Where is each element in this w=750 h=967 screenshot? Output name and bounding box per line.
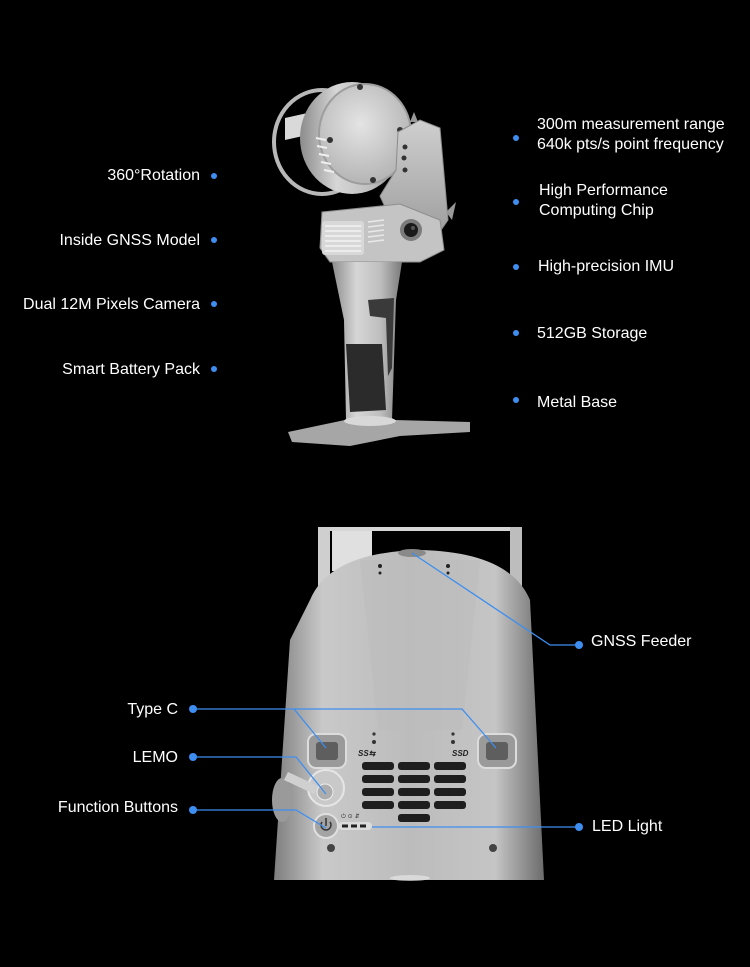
feature-dot — [513, 135, 519, 141]
callout-dot — [575, 641, 583, 649]
feature-line: 300m measurement range — [537, 116, 725, 133]
callout-label-lemo: LEMO — [132, 749, 178, 766]
feature-dot — [513, 330, 519, 336]
feature-label-dual-camera: Dual 12M Pixels Camera — [23, 296, 200, 313]
ssd-marking: SSD — [452, 749, 469, 758]
feature-label-battery-pack: Smart Battery Pack — [62, 361, 200, 378]
feature-line: 640k pts/s point frequency — [537, 136, 724, 153]
feature-line: Computing Chip — [539, 202, 654, 219]
callout-label-led-light: LED Light — [592, 818, 663, 835]
feature-dot — [211, 173, 217, 179]
callout-dot — [189, 705, 197, 713]
callout-label-type-c: Type C — [127, 701, 178, 718]
svg-text:⏻ ⊙ ⇵: ⏻ ⊙ ⇵ — [341, 813, 360, 820]
feature-dot — [211, 366, 217, 372]
feature-dot — [211, 301, 217, 307]
feature-line: High Performance — [539, 182, 668, 199]
feature-label-computing-chip: High Performance Computing Chip — [539, 181, 668, 221]
feature-label-gnss-model: Inside GNSS Model — [59, 232, 200, 249]
gnss-feeder-leader — [411, 552, 578, 646]
callout-label-function-buttons: Function Buttons — [57, 799, 178, 816]
usb-marking: SS⇆ — [358, 749, 377, 758]
feature-dot — [513, 264, 519, 270]
metal-base — [288, 420, 470, 446]
type-c-leader — [194, 708, 497, 749]
feature-label-measurement-range: 300m measurement range 640k pts/s point … — [537, 115, 725, 155]
feature-dot — [211, 237, 217, 243]
callout-label-gnss-feeder: GNSS Feeder — [591, 633, 692, 650]
feature-label-imu: High-precision IMU — [538, 258, 675, 275]
callout-dot — [575, 823, 583, 831]
feature-dot — [513, 199, 519, 205]
lemo-leader — [194, 756, 327, 795]
feature-label-storage: 512GB Storage — [537, 325, 648, 342]
feature-label-360-rotation: 360°Rotation — [107, 167, 200, 184]
callout-dot — [189, 806, 197, 814]
feature-label-metal-base: Metal Base — [537, 394, 618, 411]
scanner-front-illustration — [272, 82, 470, 446]
feature-dot — [513, 397, 519, 403]
callout-dot — [189, 753, 197, 761]
battery-grip — [346, 344, 386, 412]
function-buttons-leader — [194, 809, 327, 829]
vent-grille — [362, 762, 466, 822]
